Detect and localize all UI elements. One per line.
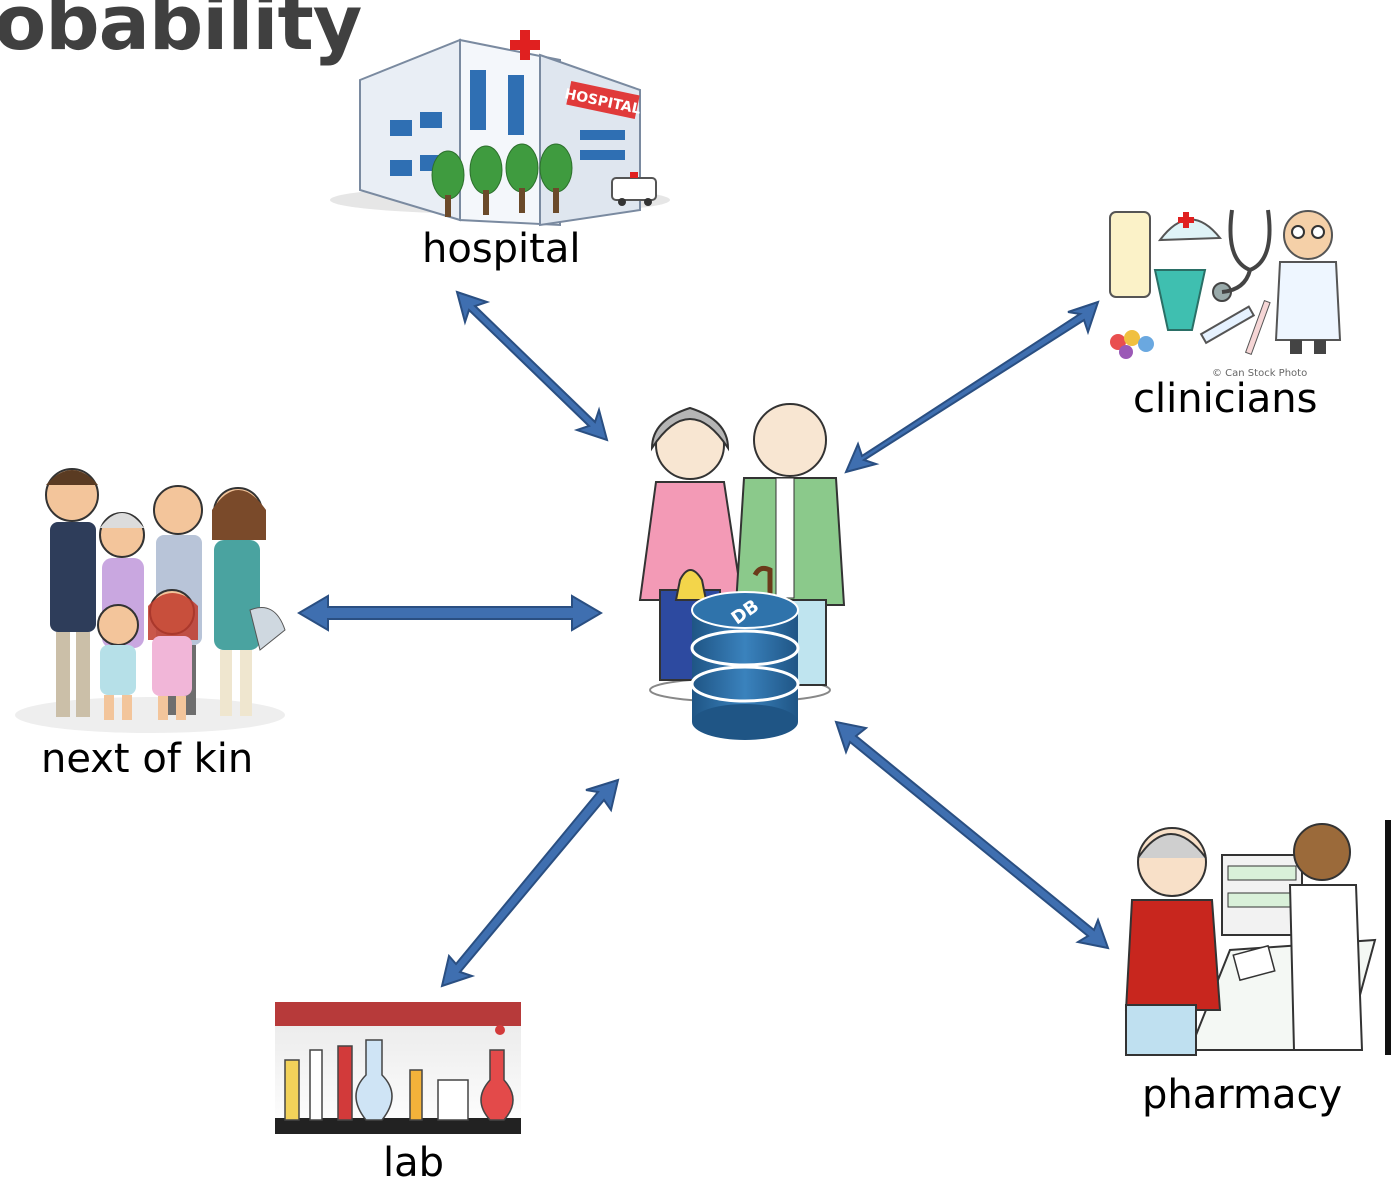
clinicians-icon: © Can Stock Photo — [1109, 209, 1342, 379]
arrow-clinicians — [844, 300, 1100, 474]
page-title: obability — [0, 0, 362, 67]
clinicians-watermark: © Can Stock Photo — [1212, 368, 1307, 379]
clinicians-label: clinicians — [1133, 376, 1318, 422]
lab-icon — [275, 1002, 521, 1134]
arrow-lab — [440, 778, 620, 988]
lab-label: lab — [383, 1140, 445, 1186]
arrow-pharmacy — [834, 720, 1110, 950]
hospital-icon: HOSPITAL — [330, 30, 670, 227]
pharmacy-icon — [1124, 820, 1391, 1056]
database-icon: DB — [690, 591, 800, 740]
arrow-next-of-kin — [297, 594, 603, 632]
next-of-kin-label: next of kin — [41, 736, 254, 782]
next-of-kin-icon — [15, 468, 286, 733]
hospital-label: hospital — [422, 226, 581, 272]
arrow-hospital — [455, 290, 609, 442]
pharmacy-label: pharmacy — [1142, 1072, 1343, 1118]
